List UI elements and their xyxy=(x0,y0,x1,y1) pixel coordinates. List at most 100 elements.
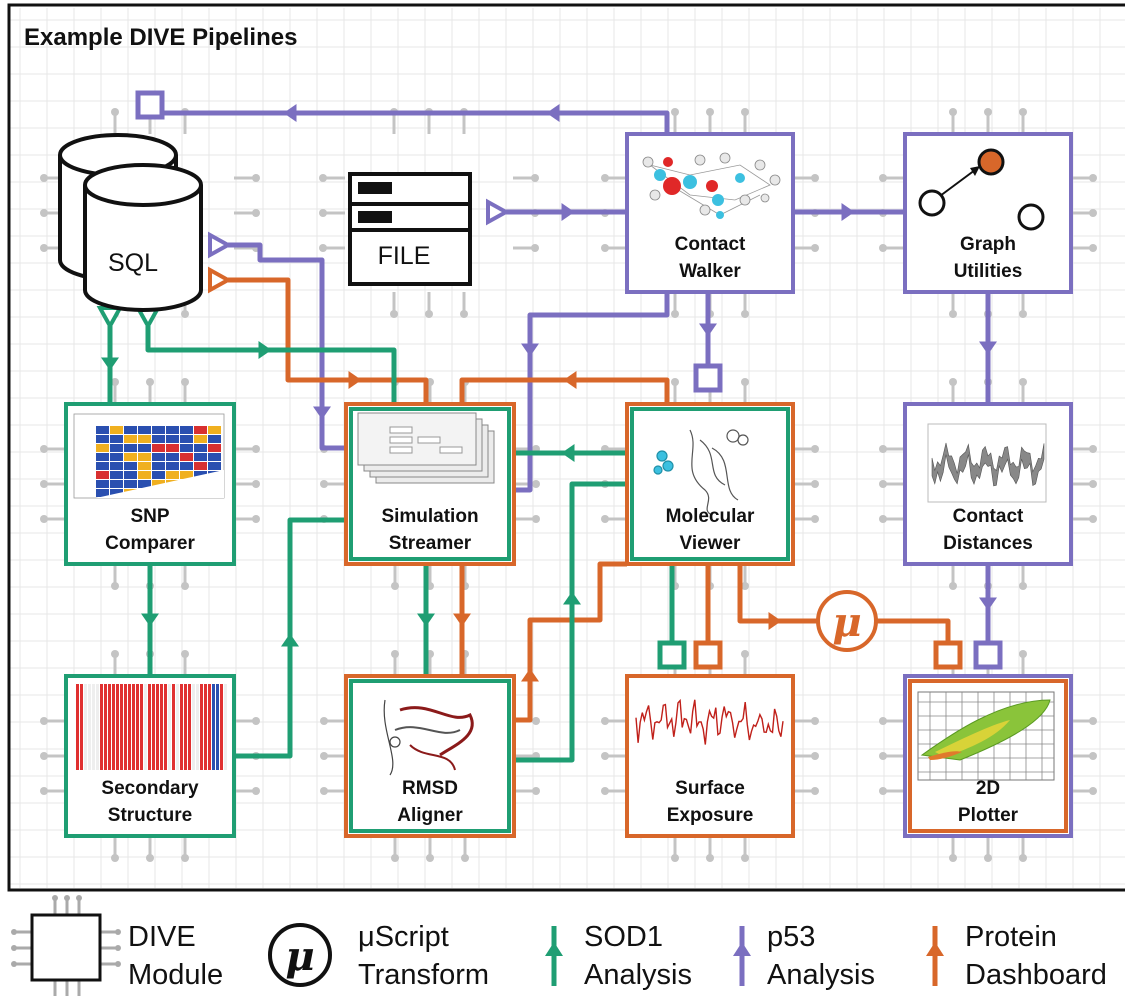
p53-wire-walker-to-streamer xyxy=(514,292,670,493)
protein-wire-transform-to-plotter xyxy=(876,618,951,643)
protein-surface-port xyxy=(693,640,723,670)
label-contact-distances-line2: Distances xyxy=(943,533,1033,554)
p53-file-output xyxy=(486,198,511,226)
label-graph-utilities-line2: Utilities xyxy=(954,261,1023,282)
secondary-structure-thumbnail xyxy=(74,684,227,770)
label-surface-exposure-line2: Exposure xyxy=(667,805,754,826)
p53-viewer-port xyxy=(693,363,723,393)
label-graph-utilities-line1: Graph xyxy=(960,234,1016,255)
legend-sod1-line2: Analysis xyxy=(584,959,692,991)
sod1-arrow xyxy=(563,591,581,605)
label-secondary-structure-line1: Secondary xyxy=(101,778,199,799)
sod1-wire-rmsd-to-viewer xyxy=(514,481,627,763)
legend-mu-symbol: μ xyxy=(285,933,314,980)
legend-uscript-line2: Transform xyxy=(358,959,489,991)
legend-uscript-line1: μScript xyxy=(358,921,449,953)
2d-plotter-thumbnail xyxy=(917,691,1055,781)
label-snp-comparer-line1: SNP xyxy=(130,506,169,527)
p53-arrow xyxy=(521,343,539,357)
legend-p53-line1: p53 xyxy=(767,921,815,953)
label-rmsd-aligner-line1: RMSD xyxy=(402,778,458,799)
label-contact-walker-line1: Contact xyxy=(675,234,746,255)
label-molecular-viewer-line1: Molecular xyxy=(666,506,755,527)
protein-arrow xyxy=(453,613,471,627)
module-rmsd-aligner[interactable] xyxy=(344,674,516,838)
legend-dive-module: DIVE Module xyxy=(11,895,223,996)
sod1-arrow xyxy=(561,444,575,462)
contact-distances-thumbnail xyxy=(927,423,1047,503)
p53-wire-sql-to-streamer xyxy=(228,242,346,451)
sod1-arrow xyxy=(141,613,159,627)
sod1-surface-port xyxy=(657,640,687,670)
protein-sql-output xyxy=(208,266,233,294)
label-surface-exposure-line1: Surface xyxy=(675,778,745,799)
graph-utilities-thumbnail xyxy=(918,148,1045,231)
legend-p53-arrow xyxy=(733,926,751,986)
molecule-thumbnail xyxy=(653,429,749,516)
p53-arrow xyxy=(979,341,997,355)
diagram-title: Example DIVE Pipelines xyxy=(24,24,297,51)
pipeline-connectors xyxy=(96,90,1003,763)
protein-arrow xyxy=(563,371,577,389)
p53-wire-walker-to-top-port xyxy=(147,105,670,134)
file-source-icon[interactable]: FILE xyxy=(348,172,472,286)
legend-sod1-line1: SOD1 xyxy=(584,921,663,953)
sod1-arrow xyxy=(258,341,272,359)
p53-arrow xyxy=(979,597,997,611)
p53-top-port xyxy=(135,90,165,120)
legend-dive-line2: Module xyxy=(128,959,223,991)
protein-arrow xyxy=(348,371,362,389)
sql-label: SQL xyxy=(108,249,158,277)
label-rmsd-aligner-line2: Aligner xyxy=(397,805,463,826)
uscript-transform-node[interactable]: μ xyxy=(816,590,878,652)
legend-dive-line1: DIVE xyxy=(128,921,196,953)
legend: DIVE Module μ μScript Transform SOD1 Ana… xyxy=(11,895,1107,996)
label-simulation-streamer-line2: Streamer xyxy=(389,533,472,554)
transform-mu-symbol: μ xyxy=(832,599,861,646)
module-contact-walker[interactable] xyxy=(625,132,795,294)
p53-arrow xyxy=(561,203,575,221)
p53-arrow xyxy=(546,104,560,122)
p53-arrow xyxy=(699,323,717,337)
label-molecular-viewer-line2: Viewer xyxy=(680,533,742,554)
p53-plotter-port xyxy=(973,640,1003,670)
simulation-panels-thumbnail xyxy=(357,412,495,484)
protein-wire-viewer-to-transform xyxy=(737,564,818,624)
p53-sql-output xyxy=(208,231,233,259)
protein-ribbon-thumbnail xyxy=(383,699,474,776)
legend-p53-line2: Analysis xyxy=(767,959,875,991)
label-contact-distances-line1: Contact xyxy=(953,506,1024,527)
legend-protein-line2: Dashboard xyxy=(965,959,1107,991)
p53-arrow xyxy=(313,406,331,420)
protein-arrow xyxy=(768,612,782,630)
label-plotter-2d-line2: Plotter xyxy=(958,805,1019,826)
protein-wire-viewer-to-streamer xyxy=(459,377,670,404)
snp-heatmap-thumbnail xyxy=(73,413,225,499)
protein-wire-sql-to-streamer xyxy=(228,277,429,404)
sod1-arrow xyxy=(101,357,119,371)
module-surface-exposure[interactable] xyxy=(625,674,795,838)
module-molecular-viewer[interactable] xyxy=(625,402,795,566)
contact-network-thumbnail xyxy=(642,152,781,219)
label-simulation-streamer-line1: Simulation xyxy=(381,506,478,527)
surface-exposure-thumbnail xyxy=(635,698,784,745)
legend-protein-arrow xyxy=(926,926,944,986)
sod1-sql-output-left xyxy=(96,306,124,331)
legend-protein-line1: Protein xyxy=(965,921,1057,953)
protein-arrow xyxy=(521,668,539,682)
label-plotter-2d-line1: 2D xyxy=(976,778,1000,799)
p53-arrow xyxy=(283,104,297,122)
protein-wire-rmsd-to-viewer xyxy=(514,561,627,723)
sql-database-icon[interactable]: SQL xyxy=(58,133,203,312)
label-secondary-structure-line2: Structure xyxy=(108,805,192,826)
label-contact-walker-line2: Walker xyxy=(679,261,741,282)
legend-sod1-arrow xyxy=(545,926,563,986)
protein-plotter-port xyxy=(933,640,963,670)
sod1-arrow xyxy=(417,613,435,627)
diagram-frame xyxy=(7,3,1125,892)
label-snp-comparer-line2: Comparer xyxy=(105,533,195,554)
sod1-arrow xyxy=(281,633,299,647)
p53-arrow xyxy=(841,203,855,221)
file-label: FILE xyxy=(378,242,431,270)
